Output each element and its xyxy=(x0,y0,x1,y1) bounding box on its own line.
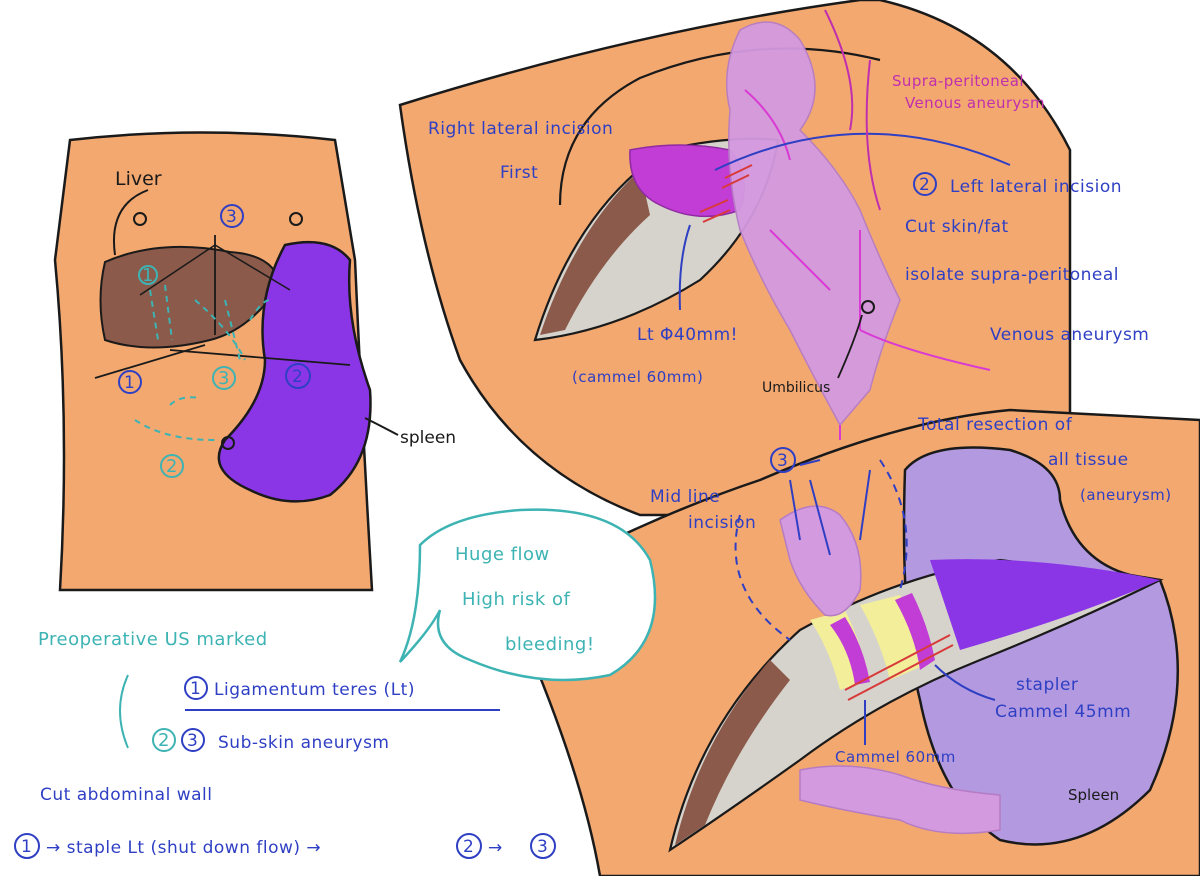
bleeding-label: bleeding! xyxy=(505,634,595,655)
lt-size-label: Lt Φ40mm! xyxy=(637,325,738,345)
left-abdomen-panel: 1 1 2 3 3 2 Liver spleen xyxy=(53,131,456,592)
lower-incision-opening xyxy=(668,558,1164,853)
midline-label: Mid line xyxy=(650,487,720,507)
teal-2-circle xyxy=(160,454,184,478)
top-right-panel: Right lateral incision First Supra-perit… xyxy=(398,0,1149,517)
notes-bracket xyxy=(119,674,129,749)
liver-edge-top xyxy=(540,170,650,335)
item2-num-a: 2 xyxy=(158,730,170,751)
step-1-circle xyxy=(118,370,142,394)
cut-skin-label: Cut skin/fat xyxy=(905,217,1009,237)
item2-num-b: 3 xyxy=(187,731,198,751)
venous-aneurysm-label: Venous aneurysm xyxy=(905,94,1045,112)
item2-circle-b xyxy=(181,728,205,752)
teal-3-label: 3 xyxy=(218,368,230,389)
midline-dashed xyxy=(734,459,908,641)
aneurysm-paren-label: (aneurysm) xyxy=(1080,486,1172,504)
seq-arrow: → xyxy=(488,838,503,858)
incision-arrow-2 xyxy=(169,349,351,366)
spleen-bottom xyxy=(902,446,1179,846)
first-label: First xyxy=(500,163,538,183)
incision-line-a xyxy=(139,244,291,296)
step-1-label: 1 xyxy=(124,373,135,393)
all-tissue-label: all tissue xyxy=(1048,450,1129,470)
step-3-circle xyxy=(220,204,244,228)
seq-2: 2 xyxy=(463,837,474,857)
item1-circle xyxy=(184,676,208,700)
umbilicus-front xyxy=(221,436,235,450)
seq-text: → staple Lt (shut down flow) → xyxy=(46,838,321,858)
callout-bubble xyxy=(398,508,657,682)
umbilicus-side xyxy=(861,300,875,314)
item1-text: Ligamentum teres (Lt) xyxy=(214,680,415,700)
seq-2-circle xyxy=(456,833,482,859)
item2-circle-a xyxy=(152,728,176,752)
bottom-right-panel: Total resection of all tissue (aneurysm)… xyxy=(503,408,1200,878)
teal-dashed-marks xyxy=(134,284,271,441)
left-incision-num: 2 xyxy=(919,175,930,195)
marker-1: 1 xyxy=(142,265,154,286)
supra-peritoneal-label: Supra-peritoneal xyxy=(892,72,1024,90)
spleen-dark-band xyxy=(930,559,1160,650)
umbilicus-pointer xyxy=(837,314,863,379)
aneurysm-stripe-2 xyxy=(895,593,935,670)
spleen-pointer-line xyxy=(364,417,399,436)
venous-aneurysm-plexus xyxy=(725,21,901,427)
seq-1-circle xyxy=(14,833,40,859)
left-incision-arrow xyxy=(714,132,1011,171)
bleeding-warning-callout: Huge flow High risk of bleeding! xyxy=(398,508,657,682)
stapler-label: stapler xyxy=(1016,675,1078,695)
incision-label: incision xyxy=(688,513,756,533)
step-3-bottom: 3 xyxy=(777,451,788,471)
total-resection-label: Total resection of xyxy=(917,415,1073,435)
nipple-left xyxy=(133,212,147,226)
procedure-notes: Preoperative US marked 1 Ligamentum tere… xyxy=(14,629,556,859)
stapler-marks-bottom xyxy=(844,634,954,701)
supra-bracket xyxy=(824,9,881,211)
preop-note: Preoperative US marked xyxy=(38,629,268,650)
item1-num: 1 xyxy=(190,679,201,699)
liver-edge-bottom xyxy=(675,660,790,845)
spleen-shape xyxy=(217,240,372,503)
right-incision-label: Right lateral incision xyxy=(428,119,613,139)
flow-arrows-magenta xyxy=(744,89,991,440)
lt-pointer-arrow xyxy=(678,224,691,311)
step-3-bottom-circle xyxy=(770,447,796,473)
stapler-marks-top xyxy=(699,164,753,223)
umbilicus-label: Umbilicus xyxy=(762,380,830,396)
step-2-circle xyxy=(285,363,311,389)
spleen-bottom-label: Spleen xyxy=(1068,786,1119,804)
plexus-bottom xyxy=(779,505,1001,835)
seq-1: 1 xyxy=(21,837,32,857)
isolate-label: isolate supra-peritoneal xyxy=(905,265,1119,285)
stapler-pointer xyxy=(934,664,996,701)
venous-aneurysm-2-label: Venous aneurysm xyxy=(990,325,1149,345)
step-3-label: 3 xyxy=(226,207,237,227)
torso-side-skin-top xyxy=(398,0,1072,517)
cammel-60-label: (cammel 60mm) xyxy=(572,368,703,386)
aneurysm-stripe-1 xyxy=(830,617,870,685)
cammel-45-label: Cammel 45mm xyxy=(995,702,1131,722)
liver-label: Liver xyxy=(115,168,162,190)
seq-3: 3 xyxy=(537,837,548,857)
item2-text: Sub-skin aneurysm xyxy=(218,733,390,753)
spleen-label: spleen xyxy=(400,428,456,448)
left-incision-label: Left lateral incision xyxy=(950,177,1122,197)
teal-2-label: 2 xyxy=(166,456,178,477)
nipple-right xyxy=(289,212,303,226)
cammel-60b-label: Cammel 60mm xyxy=(835,748,956,766)
resection-arrows xyxy=(789,459,871,556)
cut-wall-note: Cut abdominal wall xyxy=(40,785,212,805)
step-2-label: 2 xyxy=(292,367,303,387)
left-incision-num-circle xyxy=(913,172,937,196)
breast-contour xyxy=(558,47,881,206)
high-risk-label: High risk of xyxy=(462,589,571,610)
teal-3-circle xyxy=(212,366,236,390)
marker-1-circle xyxy=(138,265,158,285)
seq-3-circle xyxy=(530,833,556,859)
huge-flow-label: Huge flow xyxy=(455,544,550,565)
liver-pointer-line xyxy=(113,189,149,256)
